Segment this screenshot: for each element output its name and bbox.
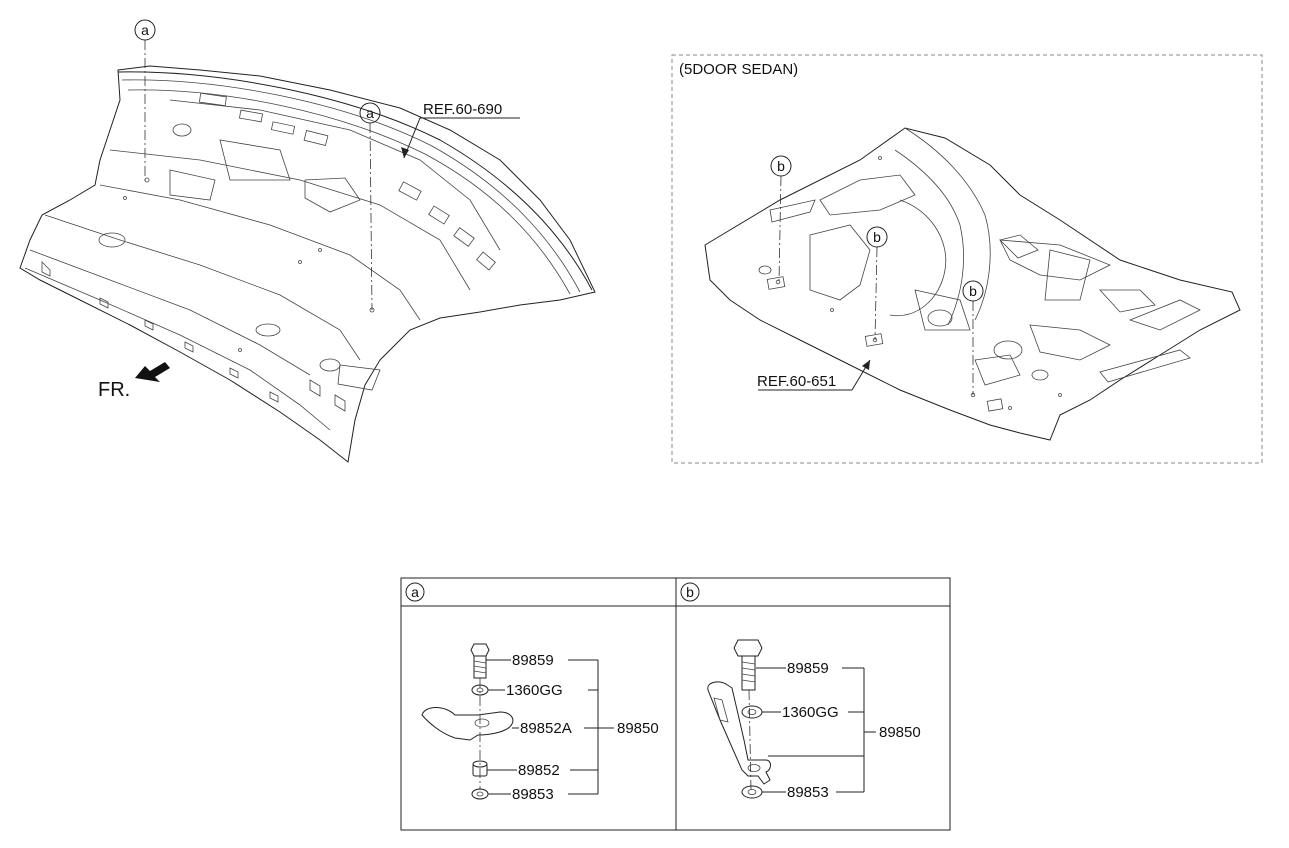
panel-b-assembly-label: 89850 <box>879 724 921 741</box>
sedan-variant-title: (5DOOR SEDAN) <box>679 61 798 78</box>
rear-floor-panel-drawing <box>19 65 596 463</box>
panel-a-nut-label: 89853 <box>512 786 554 803</box>
panel-a-bolt-label: 89859 <box>512 652 554 669</box>
callout-a-left <box>134 19 156 182</box>
panel-a-washer-label: 1360GG <box>506 682 563 699</box>
detail-table <box>400 577 951 831</box>
panel-b-nut-label: 89853 <box>787 784 829 801</box>
callout-a-right-letter: a <box>366 105 374 121</box>
panel-a-header-circle <box>405 582 425 602</box>
panel-a-parts-drawing <box>421 643 614 800</box>
panel-b-washer-label: 1360GG <box>782 704 839 721</box>
panel-a-header: a <box>411 584 419 600</box>
ref-60-651-label: REF.60-651 <box>757 373 836 390</box>
callout-b-2 <box>866 226 888 341</box>
callout-b-3-letter: b <box>969 283 977 299</box>
sedan-floor-panel-drawing <box>704 127 1241 441</box>
ref-60-690-label: REF.60-690 <box>423 101 502 118</box>
panel-b-header: b <box>686 584 694 600</box>
callout-b-3 <box>962 280 984 395</box>
front-direction-arrow <box>135 362 170 382</box>
sedan-variant-box <box>671 54 1263 464</box>
panel-b-parts-drawing <box>707 639 876 799</box>
callout-a-right <box>359 102 381 311</box>
panel-a-assembly-label: 89850 <box>617 720 659 737</box>
panel-a-bracket-label: 89852A <box>520 720 572 737</box>
front-label: FR. <box>98 379 130 401</box>
callout-b-2-letter: b <box>873 229 881 245</box>
panel-a-spacer-label: 89852 <box>518 762 560 779</box>
callout-b-1-letter: b <box>777 158 785 174</box>
callout-b-1 <box>770 155 792 283</box>
callout-a-left-letter: a <box>141 22 149 38</box>
panel-b-bolt-label: 89859 <box>787 660 829 677</box>
panel-b-header-circle <box>680 582 700 602</box>
